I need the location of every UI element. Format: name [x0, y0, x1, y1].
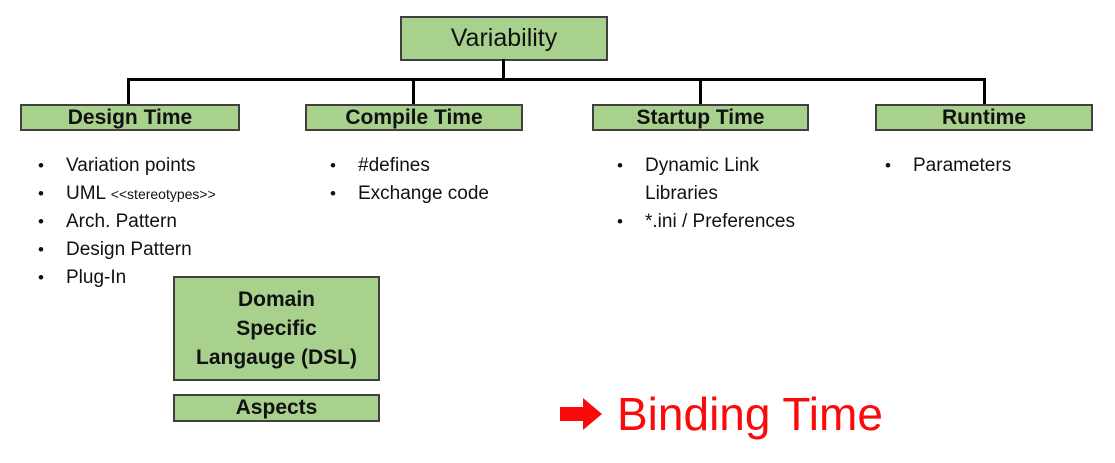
bullet-icon: • — [38, 156, 44, 175]
connector-stub-design-time — [127, 78, 130, 105]
bullet-icon: • — [330, 156, 336, 175]
binding-time-annotation: Binding Time — [558, 386, 883, 442]
bullet-icon: • — [885, 156, 891, 175]
bullet-icon: • — [617, 156, 623, 175]
list-item: • UML <<stereotypes>> — [38, 180, 288, 208]
list-item: • Plug-In — [38, 264, 288, 292]
bullet-icon: • — [38, 184, 44, 203]
runtime-list: • Parameters — [885, 152, 1095, 180]
connector-root-stem — [502, 59, 505, 80]
header-box-design-time: Design Time — [20, 104, 240, 131]
header-label-compile-time: Compile Time — [345, 105, 483, 129]
aspects-box: Aspects — [173, 394, 380, 422]
list-item: • Exchange code — [330, 180, 560, 208]
bullet-icon: • — [38, 212, 44, 231]
list-item: • Dynamic Link Libraries — [617, 152, 832, 208]
list-item: • *.ini / Preferences — [617, 208, 832, 236]
startup-time-list: • Dynamic Link Libraries • *.ini / Prefe… — [617, 152, 832, 236]
uml-label: UML — [66, 183, 106, 204]
aspects-label: Aspects — [235, 396, 318, 419]
root-node-variability: Variability — [400, 16, 608, 61]
root-node-label: Variability — [450, 24, 558, 52]
binding-time-label: Binding Time — [617, 388, 883, 440]
header-box-runtime: Runtime — [875, 104, 1093, 131]
bullet-icon: • — [38, 240, 44, 259]
list-item: • Variation points — [38, 152, 288, 180]
header-label-design-time: Design Time — [67, 105, 193, 129]
bullet-icon: • — [330, 184, 336, 203]
header-label-startup-time: Startup Time — [636, 105, 765, 129]
header-box-startup-time: Startup Time — [592, 104, 809, 131]
list-item: • #defines — [330, 152, 560, 180]
list-item: • Design Pattern — [38, 236, 288, 264]
dsl-box: Domain Specific Langauge (DSL) — [173, 276, 380, 381]
list-item: • Arch. Pattern — [38, 208, 288, 236]
stereotypes-note: <<stereotypes>> — [110, 186, 216, 202]
right-arrow-icon — [560, 398, 602, 430]
design-time-list: • Variation points • UML <<stereotypes>>… — [38, 152, 288, 292]
header-label-runtime: Runtime — [942, 105, 1026, 129]
dsl-label: Domain Specific Langauge (DSL) — [196, 288, 357, 369]
connector-stub-startup-time — [699, 78, 702, 105]
connector-stub-runtime — [983, 78, 986, 105]
bullet-icon: • — [617, 212, 623, 231]
list-item: • Parameters — [885, 152, 1095, 180]
header-box-compile-time: Compile Time — [305, 104, 523, 131]
compile-time-list: • #defines • Exchange code — [330, 152, 560, 208]
connector-horizontal-bar — [127, 78, 986, 81]
connector-stub-compile-time — [412, 78, 415, 105]
bullet-icon: • — [38, 268, 44, 287]
